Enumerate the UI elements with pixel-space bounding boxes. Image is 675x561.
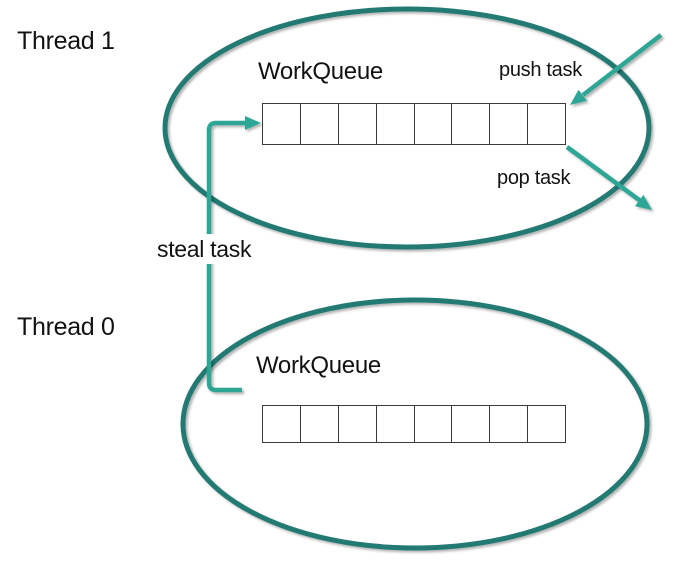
queue-cell — [301, 406, 339, 442]
queue-cell — [452, 406, 491, 442]
queue-cell — [528, 406, 565, 442]
workqueue-bottom-label: WorkQueue — [256, 352, 381, 379]
thread1-ellipse — [162, 6, 652, 250]
queue-cell — [339, 104, 377, 144]
pop-task-arrowhead-icon — [635, 194, 652, 210]
queue-cell — [528, 104, 565, 144]
thread0-label: Thread 0 — [17, 313, 115, 341]
steal-task-label: steal task — [151, 234, 258, 265]
pop-task-arrow — [565, 145, 652, 210]
queue-cell — [415, 104, 453, 144]
workqueue-top-label: WorkQueue — [258, 58, 383, 85]
queue-cell — [301, 104, 339, 144]
workqueue-bottom-array — [262, 405, 566, 443]
queue-cell — [452, 104, 491, 144]
push-task-label: push task — [499, 59, 582, 81]
pop-task-arrow-line — [565, 145, 642, 203]
thread0-ellipse — [180, 297, 650, 551]
queue-cell — [263, 104, 301, 144]
workqueue-top-array — [262, 103, 566, 145]
thread1-label: Thread 1 — [17, 27, 115, 55]
queue-cell — [490, 104, 529, 144]
steal-task-arrowhead-icon — [245, 116, 261, 130]
queue-cell — [490, 406, 529, 442]
queue-cell — [415, 406, 453, 442]
push-task-arrow-line — [581, 33, 663, 97]
queue-cell — [377, 406, 415, 442]
queue-cell — [377, 104, 415, 144]
push-task-arrowhead-icon — [570, 89, 587, 105]
pop-task-label: pop task — [497, 167, 571, 189]
queue-cell — [263, 406, 301, 442]
push-task-arrow — [570, 33, 663, 105]
queue-cell — [339, 406, 377, 442]
